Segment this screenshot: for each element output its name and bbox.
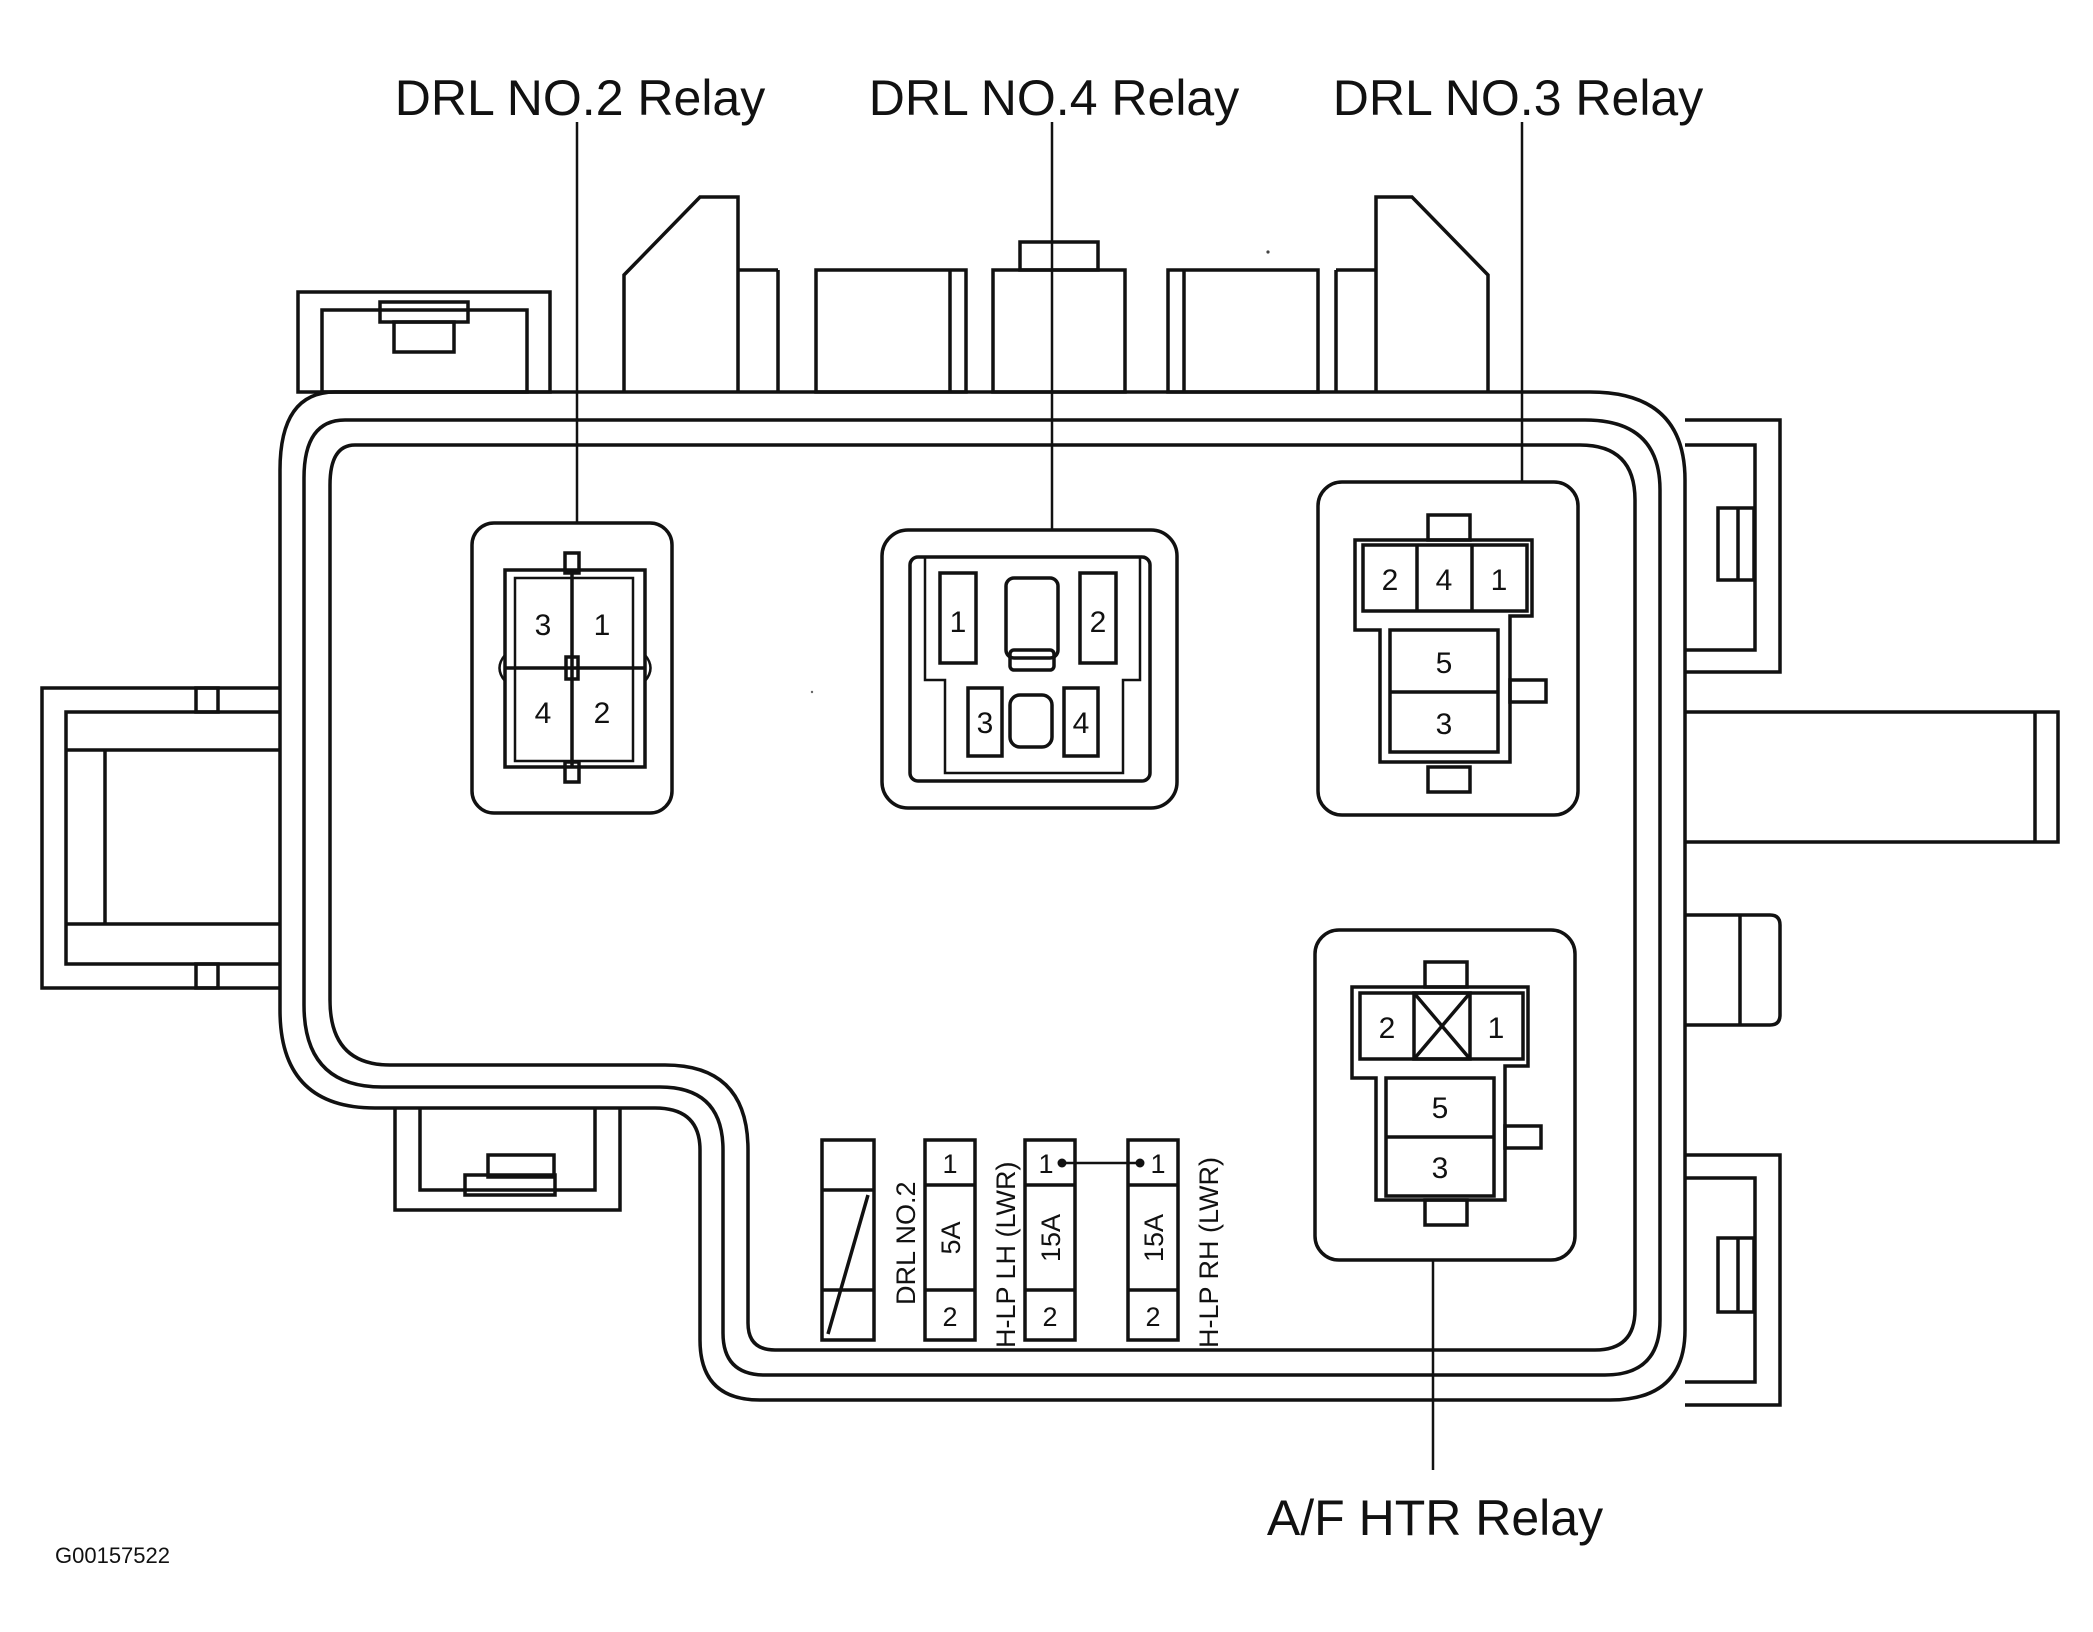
figure-code: G00157522 [55,1543,170,1568]
fuse-rating: 15A [1036,1214,1066,1262]
fuse-hlp-rh-lwr: 1 15A 2 H-LP RH (LWR) [1126,1138,1224,1348]
spare-fuse-slot [820,1138,876,1342]
drl-no2-relay-label: DRL NO.2 Relay [395,70,765,126]
drl-no4-pin: 3 [977,707,994,740]
fuse-name: DRL NO.2 [891,1181,921,1305]
drl-no2-pin: 3 [535,609,552,642]
drl-no2-pin: 1 [594,609,611,642]
drl-no2-relay-socket: 3 1 4 2 [470,521,674,815]
fuse-pin-bottom: 2 [942,1302,957,1332]
fuse-pin-bottom: 2 [1042,1302,1057,1332]
fuse-block: 1 5A 2 DRL NO.2 1 15A 2 H-LP LH (LWR) 1 … [820,1138,1224,1348]
af-htr-pin: 3 [1432,1152,1449,1185]
drl-no4-pin: 4 [1073,707,1090,740]
drl-no4-relay-label: DRL NO.4 Relay [869,70,1239,126]
af-htr-pin: 1 [1488,1012,1505,1045]
fuse-drl-no2: 1 5A 2 DRL NO.2 [891,1138,977,1342]
af-htr-relay-socket: 2 1 5 3 [1313,928,1577,1262]
fuse-jumper [1057,1158,1145,1168]
drl-no3-pin: 4 [1436,564,1453,597]
drl-no4-pin: 1 [950,606,967,639]
drl-no3-pin: 2 [1382,564,1399,597]
drl-no3-pin: 5 [1436,647,1453,680]
af-htr-relay-label: A/F HTR Relay [1267,1490,1603,1546]
fuse-rating: 15A [1139,1214,1169,1262]
fuse-pin-top: 1 [1038,1149,1053,1179]
fuse-pin-top: 1 [942,1149,957,1179]
af-htr-pin: 2 [1379,1012,1396,1045]
fuse-name: H-LP RH (LWR) [1194,1157,1224,1348]
drl-no3-pin: 3 [1436,708,1453,741]
leader-lines [575,122,1524,1470]
fuse-rating: 5A [936,1221,966,1254]
drl-no4-relay-socket: 1 2 3 4 [880,528,1179,810]
drl-no2-pin: 4 [535,697,552,730]
fuse-hlp-lh-lwr: 1 15A 2 H-LP LH (LWR) [991,1138,1077,1348]
drl-no2-pin: 2 [594,697,611,730]
fuse-pin-top: 1 [1150,1149,1165,1179]
drl-no3-relay-socket: 2 4 1 5 3 [1316,480,1580,817]
fuse-pin-bottom: 2 [1145,1302,1160,1332]
housing [40,195,2060,1407]
drl-no3-pin: 1 [1491,564,1508,597]
af-htr-pin: 5 [1432,1092,1449,1125]
fuse-name: H-LP LH (LWR) [991,1161,1021,1348]
drl-no3-relay-label: DRL NO.3 Relay [1333,70,1703,126]
drl-no4-pin: 2 [1090,606,1107,639]
